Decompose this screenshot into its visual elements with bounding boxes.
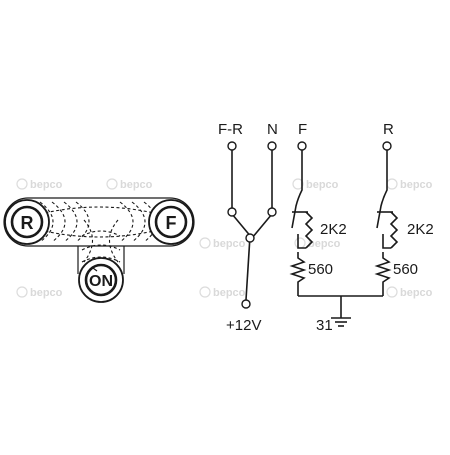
switch-horizontal-body bbox=[3, 197, 195, 247]
terminal-n bbox=[267, 141, 277, 151]
watermark: bepco bbox=[292, 178, 339, 191]
supply-label: +12V bbox=[226, 317, 261, 334]
svg-text:bepco: bepco bbox=[400, 287, 433, 299]
forward-button[interactable]: F bbox=[148, 199, 194, 245]
terminal-label-n: N bbox=[267, 121, 278, 138]
switch-drawing: R F ON bbox=[3, 197, 195, 303]
ground-label: 31 bbox=[316, 317, 333, 334]
svg-text:bepco: bepco bbox=[308, 238, 341, 250]
svg-text:bepco: bepco bbox=[306, 179, 339, 191]
terminal-fr bbox=[227, 141, 237, 151]
terminal-f bbox=[297, 141, 307, 151]
contact-n bbox=[267, 207, 277, 217]
selector-circuit: F-R N +12V bbox=[218, 121, 278, 334]
on-button[interactable]: ON bbox=[78, 257, 124, 303]
watermark: bepco bbox=[199, 237, 246, 250]
watermark: bepco bbox=[386, 286, 433, 299]
watermark: bepco bbox=[16, 178, 63, 191]
terminal-supply bbox=[241, 299, 251, 309]
switch-pivot bbox=[245, 233, 255, 243]
terminal-r bbox=[382, 141, 392, 151]
coil-resistor-label-f: 2K2 bbox=[320, 221, 347, 238]
forward-button-label: F bbox=[166, 213, 177, 233]
on-button-label: ON bbox=[89, 273, 113, 290]
watermark: bepco bbox=[386, 178, 433, 191]
watermark: bepco bbox=[16, 286, 63, 299]
series-resistor-label-r: 560 bbox=[393, 261, 418, 278]
lock-icon bbox=[88, 267, 98, 272]
svg-text:bepco: bepco bbox=[213, 238, 246, 250]
coil-resistor-label-r: 2K2 bbox=[407, 221, 434, 238]
reverse-button-label: R bbox=[21, 213, 34, 233]
terminal-label-f: F bbox=[298, 121, 307, 138]
contact-fr bbox=[227, 207, 237, 217]
watermark: bepco bbox=[199, 286, 246, 299]
svg-text:bepco: bepco bbox=[30, 287, 63, 299]
series-resistor-label-f: 560 bbox=[308, 261, 333, 278]
indicator-circuit: F R 2K2 560 2K2 560 31 bbox=[289, 121, 434, 334]
switch-vertical-body bbox=[77, 219, 125, 274]
svg-text:bepco: bepco bbox=[30, 179, 63, 191]
watermark-layer: bepco bepco bepco bepco bepco bepco bepc… bbox=[16, 178, 433, 299]
terminal-label-r: R bbox=[383, 121, 394, 138]
reverse-button[interactable]: R bbox=[4, 199, 50, 245]
svg-text:bepco: bepco bbox=[120, 179, 153, 191]
svg-text:bepco: bepco bbox=[400, 179, 433, 191]
svg-text:bepco: bepco bbox=[213, 287, 246, 299]
terminal-label-fr: F-R bbox=[218, 121, 243, 138]
watermark: bepco bbox=[106, 178, 153, 191]
